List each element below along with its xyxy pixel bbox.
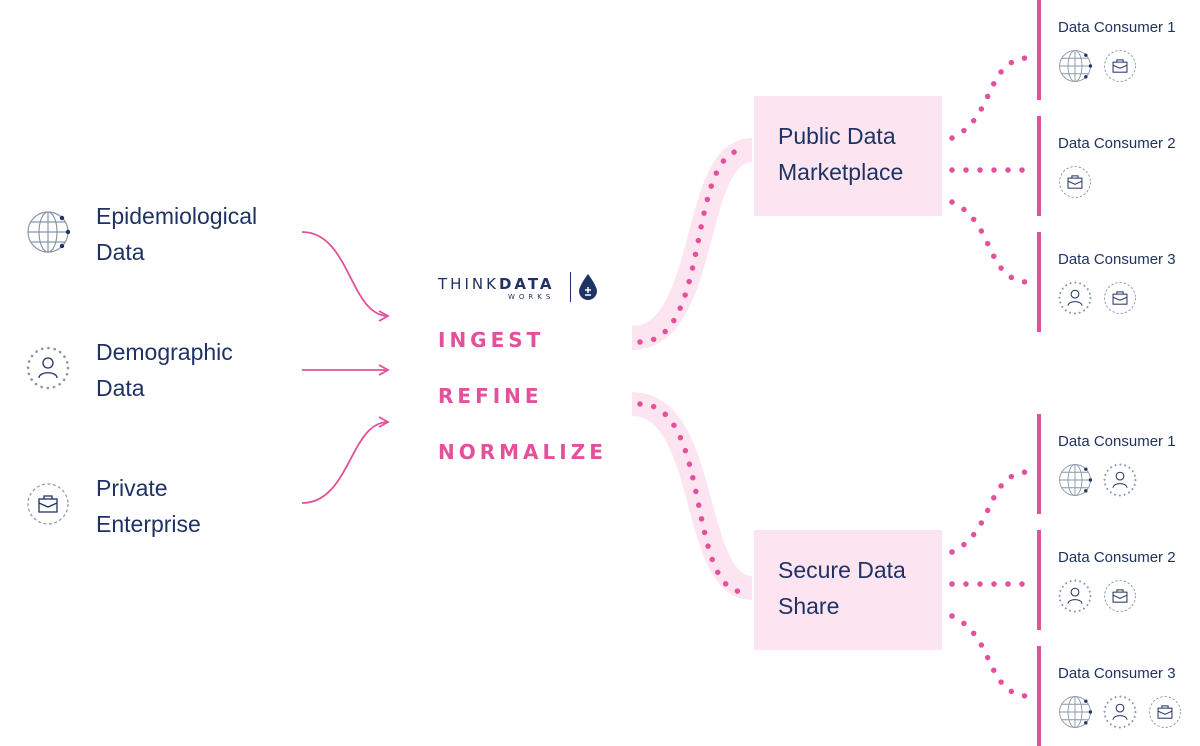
globe-icon: [1058, 463, 1092, 497]
briefcase-icon: [1103, 579, 1137, 613]
flow-dots-share: [637, 401, 747, 595]
arrow-epidemiological: [301, 231, 390, 322]
consumer-title: Data Consumer 2: [1058, 549, 1176, 566]
source-label: Demographic Data: [96, 339, 233, 401]
flow-band-share: [630, 392, 754, 600]
consumer-bar: [1037, 646, 1041, 746]
person-icon: [1103, 695, 1137, 729]
logo-divider: [570, 272, 571, 302]
consumer-title: Data Consumer 3: [1058, 665, 1176, 682]
arrow-enterprise: [301, 416, 390, 504]
logo-think: THINK: [438, 275, 499, 293]
person-icon: [1058, 579, 1092, 613]
consumer-title: Data Consumer 3: [1058, 251, 1176, 268]
branch-share-3: [949, 613, 1029, 699]
person-icon: [1058, 281, 1092, 315]
briefcase-icon: [26, 482, 70, 526]
consumer-title: Data Consumer 1: [1058, 19, 1176, 36]
step-refine: REFINE: [438, 384, 543, 408]
source-label: Private Enterprise: [96, 475, 201, 537]
consumer-bar: [1037, 0, 1041, 100]
branch-share-1: [949, 469, 1029, 555]
source-label: Epidemiological Data: [96, 203, 258, 265]
step-ingest: INGEST: [438, 328, 545, 352]
consumer-title: Data Consumer 2: [1058, 135, 1176, 152]
person-icon: [1103, 463, 1137, 497]
consumer-bar: [1037, 232, 1041, 332]
flow-band-marketplace: [630, 138, 754, 350]
globe-icon: [26, 210, 70, 254]
branch-marketplace-1: [949, 55, 1029, 141]
briefcase-icon: [1058, 165, 1092, 199]
flow-dots-marketplace: [637, 147, 747, 345]
step-normalize: NORMALIZE: [438, 440, 607, 464]
globe-icon: [1058, 695, 1092, 729]
logo-works: WORKS: [508, 293, 555, 301]
person-icon: [26, 346, 70, 390]
hub-public-data-marketplace: Public Data Marketplace: [754, 96, 942, 216]
hub-marketplace-label: Public Data Marketplace: [778, 123, 904, 185]
droplet-icon: [579, 274, 597, 300]
briefcase-icon: [1148, 695, 1182, 729]
consumer-bar: [1037, 530, 1041, 630]
globe-icon: [1058, 49, 1092, 83]
hub-share-label: Secure Data Share: [778, 557, 906, 619]
briefcase-icon: [1103, 49, 1137, 83]
branch-marketplace-3: [949, 199, 1029, 285]
consumer-title: Data Consumer 1: [1058, 433, 1176, 450]
consumer-bar: [1037, 414, 1041, 514]
briefcase-icon: [1103, 281, 1137, 315]
consumer-bar: [1037, 116, 1041, 216]
hub-secure-data-share: Secure Data Share: [754, 530, 942, 650]
logo-data: DATA: [498, 275, 555, 293]
